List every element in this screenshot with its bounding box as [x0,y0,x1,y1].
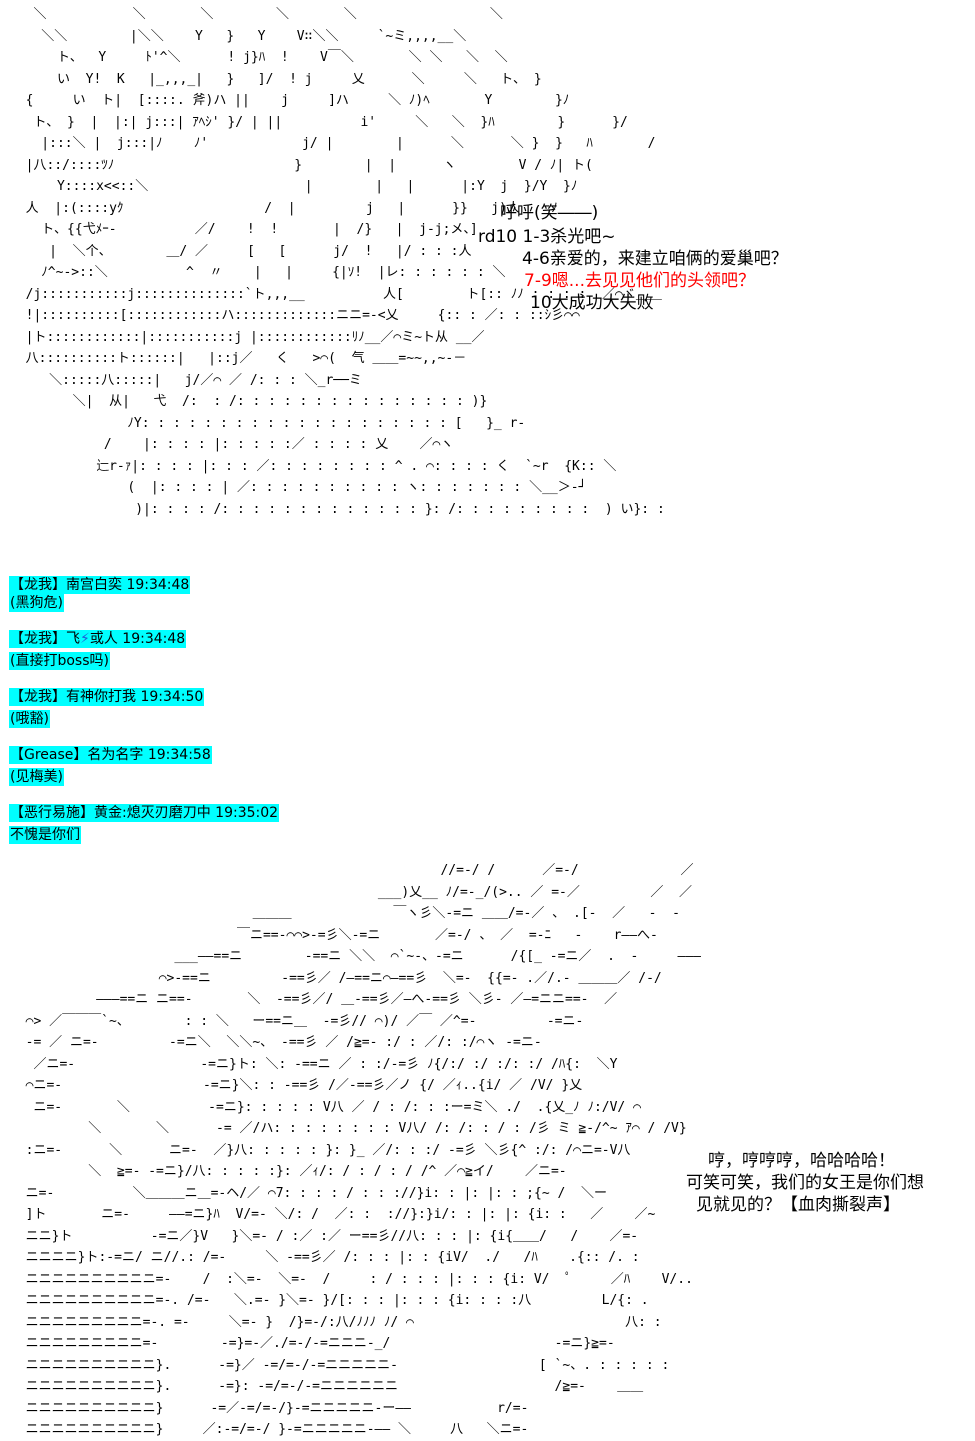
chat-log: 【龙我】南宫白奕 19:34:48 (黑狗危) 【龙我】飞⚡或人 19:34:4… [9,576,280,844]
ascii-art-bottom: //=-/ / ／=-/ ／ ___)乂__ ﾉ/=-_/(>.. ／ =-／ … [25,863,701,1437]
caption-option-4-6: 4-6亲爱的，来建立咱俩的爱巢吧？ [522,249,788,269]
caption-queen-laugh: 哼，哼哼哼，哈哈哈哈！ [708,1151,895,1171]
caption-queen-line3: 见就见的？【血肉撕裂声】 [696,1195,900,1215]
chat-message-2: 【龙我】飞⚡或人 19:34:48 [9,630,187,648]
chat-message-1: 【龙我】南宫白奕 19:34:48 [9,576,191,594]
chat-comment-4: (见梅美) [9,768,64,786]
caption-option-7-9: 7-9嗯...去见见他们的头领吧？ [524,271,755,291]
chat-comment-3: (哦豁) [9,710,50,728]
chat-comment-1: (黑狗危) [9,594,64,612]
chat-sender-suffix: 或人 19:34:48 [89,631,186,647]
chat-message-4: 【Grease】名为名字 19:34:58 [9,746,212,764]
caption-option-10: 10大成功大失败 [530,293,654,313]
chat-message-3: 【龙我】有神你打我 19:34:50 [9,688,205,706]
ascii-art-top: ＼ ＼ ＼ ＼ ＼ ＼ ＼＼ |＼＼ Y } Y V∷＼＼ `~ミ,,,,__＼… [25,7,665,517]
caption-laugh: 呼呼(笑――) [500,203,599,223]
chat-comment-5: 不愧是你们 [9,826,81,844]
chat-message-5: 【恶行易施】黄金:熄灭刃磨刀中 19:35:02 [9,804,280,822]
lightning-icon: ⚡ [80,631,90,647]
chat-comment-2: (直接打boss吗) [9,652,110,670]
caption-queen-line2: 可笑可笑，我们的女王是你们想 [686,1173,924,1193]
chat-sender-prefix: 【龙我】飞 [10,631,80,647]
caption-roll: rd10 1-3杀光吧~ [478,227,616,247]
